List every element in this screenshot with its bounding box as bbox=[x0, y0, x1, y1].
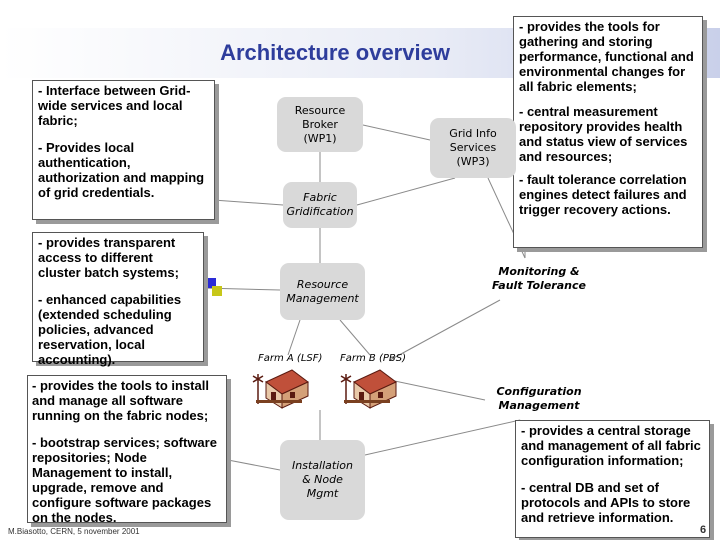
node-label: Grid Info Services (WP3) bbox=[449, 127, 497, 168]
callout-text: - provides transparent access to differe… bbox=[38, 235, 179, 280]
callout-text: - provides a central storage and managem… bbox=[521, 423, 701, 468]
connector-resmgmt-farmA bbox=[287, 319, 301, 356]
farm-b-label: Farm B (PBS) bbox=[340, 353, 406, 364]
node-label: Configuration Management bbox=[496, 385, 582, 412]
callout-resource-management: - provides transparent access to differe… bbox=[32, 232, 204, 367]
connector-callout-gridification bbox=[212, 199, 284, 206]
node-installation: Installation & Node Mgmt bbox=[280, 440, 365, 520]
node-fabric-gridification: Fabric Gridification bbox=[283, 182, 357, 228]
node-label: Installation & Node Mgmt bbox=[292, 459, 353, 500]
connector-farms-configuration bbox=[389, 379, 486, 401]
callout-text: - central DB and set of protocols and AP… bbox=[521, 480, 691, 525]
farm-b-icon bbox=[340, 369, 397, 409]
page-title: Architecture overview bbox=[220, 40, 450, 65]
node-label: Resource Management bbox=[286, 277, 359, 305]
callout-configuration: - provides a central storage and managem… bbox=[515, 420, 710, 538]
callout-fabric-gridification: - Interface between Grid-wide services a… bbox=[32, 80, 215, 220]
node-label: Resource Broker (WP1) bbox=[294, 103, 346, 145]
callout-text: - provides the tools for gathering and s… bbox=[519, 19, 694, 94]
footer-credit: M.Biasotto, CERN, 5 november 2001 bbox=[8, 527, 140, 536]
connector-resmgmt-farmB bbox=[339, 319, 371, 356]
farm-a-label: Farm A (LSF) bbox=[258, 353, 323, 364]
connector-install-configuration bbox=[364, 419, 521, 456]
callout-installation: - provides the tools to install and mana… bbox=[27, 375, 227, 525]
farm-a-icon bbox=[252, 369, 309, 409]
callout-text: - Provides local authentication, authori… bbox=[38, 140, 205, 200]
callout-text: - fault tolerance correlation engines de… bbox=[519, 172, 687, 217]
node-grid-info-services: Grid Info Services (WP3) bbox=[430, 118, 516, 178]
callout-text: - central measurement repository provide… bbox=[519, 104, 688, 164]
callout-monitoring: - provides the tools for gathering and s… bbox=[513, 16, 703, 248]
node-label: Fabric Gridification bbox=[286, 191, 354, 218]
node-label: Monitoring & Fault Tolerance bbox=[492, 265, 586, 292]
callout-text: - bootstrap services; software repositor… bbox=[32, 435, 217, 525]
page-number: 6 bbox=[700, 524, 707, 536]
connector-callout-installation bbox=[227, 459, 281, 471]
connector-farms-monitoring bbox=[389, 299, 501, 361]
node-resource-management: Resource Management bbox=[280, 263, 365, 320]
decorative-shapes bbox=[206, 278, 222, 296]
callout-text: - Interface between Grid-wide services a… bbox=[38, 83, 191, 128]
callout-text: - enhanced capabilities (extended schedu… bbox=[38, 292, 182, 367]
callout-text: - provides the tools to install and mana… bbox=[32, 378, 209, 423]
node-configuration: Configuration Management bbox=[490, 385, 588, 419]
connector-broker-gridinfo bbox=[362, 124, 431, 141]
node-resource-broker: Resource Broker (WP1) bbox=[277, 97, 363, 152]
node-monitoring: Monitoring & Fault Tolerance bbox=[490, 265, 588, 299]
connector-gridinfo-gridification bbox=[356, 177, 456, 206]
